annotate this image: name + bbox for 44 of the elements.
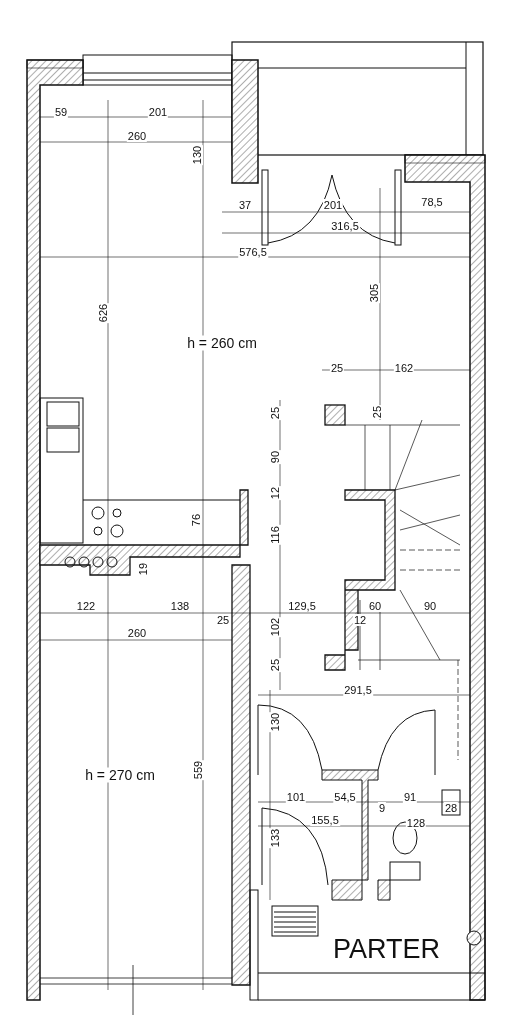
dimension-label: 559 bbox=[192, 759, 204, 781]
dimension-label: 59 bbox=[53, 106, 69, 118]
dimension-label: 91 bbox=[402, 791, 418, 803]
dimension-label: 129,5 bbox=[287, 600, 317, 612]
dimension-label: 305 bbox=[368, 282, 380, 304]
dimension-label: 316,5 bbox=[330, 220, 360, 232]
dimension-label: 54,5 bbox=[333, 791, 357, 803]
dimension-label: 78,5 bbox=[420, 196, 444, 208]
dimension-label: 260 bbox=[126, 627, 148, 639]
dimension-label: 37 bbox=[237, 199, 253, 211]
dimension-label: 576,5 bbox=[238, 246, 268, 258]
dimension-label: 25 bbox=[215, 614, 231, 626]
dimension-label: 9 bbox=[377, 802, 387, 814]
dimension-label: 130 bbox=[191, 144, 203, 166]
dimension-label: 101 bbox=[285, 791, 307, 803]
dimension-label: 60 bbox=[367, 600, 383, 612]
dimension-label: 102 bbox=[269, 616, 281, 638]
dimension-label: 25 bbox=[269, 405, 281, 421]
dimension-label: 90 bbox=[422, 600, 438, 612]
dimension-label: 25 bbox=[329, 362, 345, 374]
dimension-label: 122 bbox=[75, 600, 97, 612]
room-height-label: h = 260 cm bbox=[187, 335, 257, 351]
dimension-label: 130 bbox=[269, 711, 281, 733]
dimension-label: 201 bbox=[147, 106, 169, 118]
dimension-label: 12 bbox=[269, 485, 281, 501]
dimension-label: 25 bbox=[269, 657, 281, 673]
dimension-label: 138 bbox=[169, 600, 191, 612]
dimension-label: 162 bbox=[393, 362, 415, 374]
dimension-label: 116 bbox=[269, 525, 281, 545]
dimension-label: 28 bbox=[443, 802, 459, 814]
dimension-label: 12 bbox=[352, 614, 368, 626]
dimension-label: 626 bbox=[97, 302, 109, 324]
dimension-label: 19 bbox=[137, 561, 149, 577]
dimension-label: 76 bbox=[190, 512, 202, 528]
dimension-label: 291,5 bbox=[343, 684, 373, 696]
floor-title: PARTER bbox=[333, 934, 441, 964]
room-height-label: h = 270 cm bbox=[85, 767, 155, 783]
dimension-label: 25 bbox=[371, 404, 383, 420]
dimension-label: 201 bbox=[322, 199, 344, 211]
dimension-label: 128 bbox=[405, 817, 427, 829]
dimension-label: 155,5 bbox=[310, 814, 340, 826]
dimension-label: 90 bbox=[269, 449, 281, 465]
dimension-label: 260 bbox=[126, 130, 148, 142]
dimension-label: 133 bbox=[269, 827, 281, 849]
